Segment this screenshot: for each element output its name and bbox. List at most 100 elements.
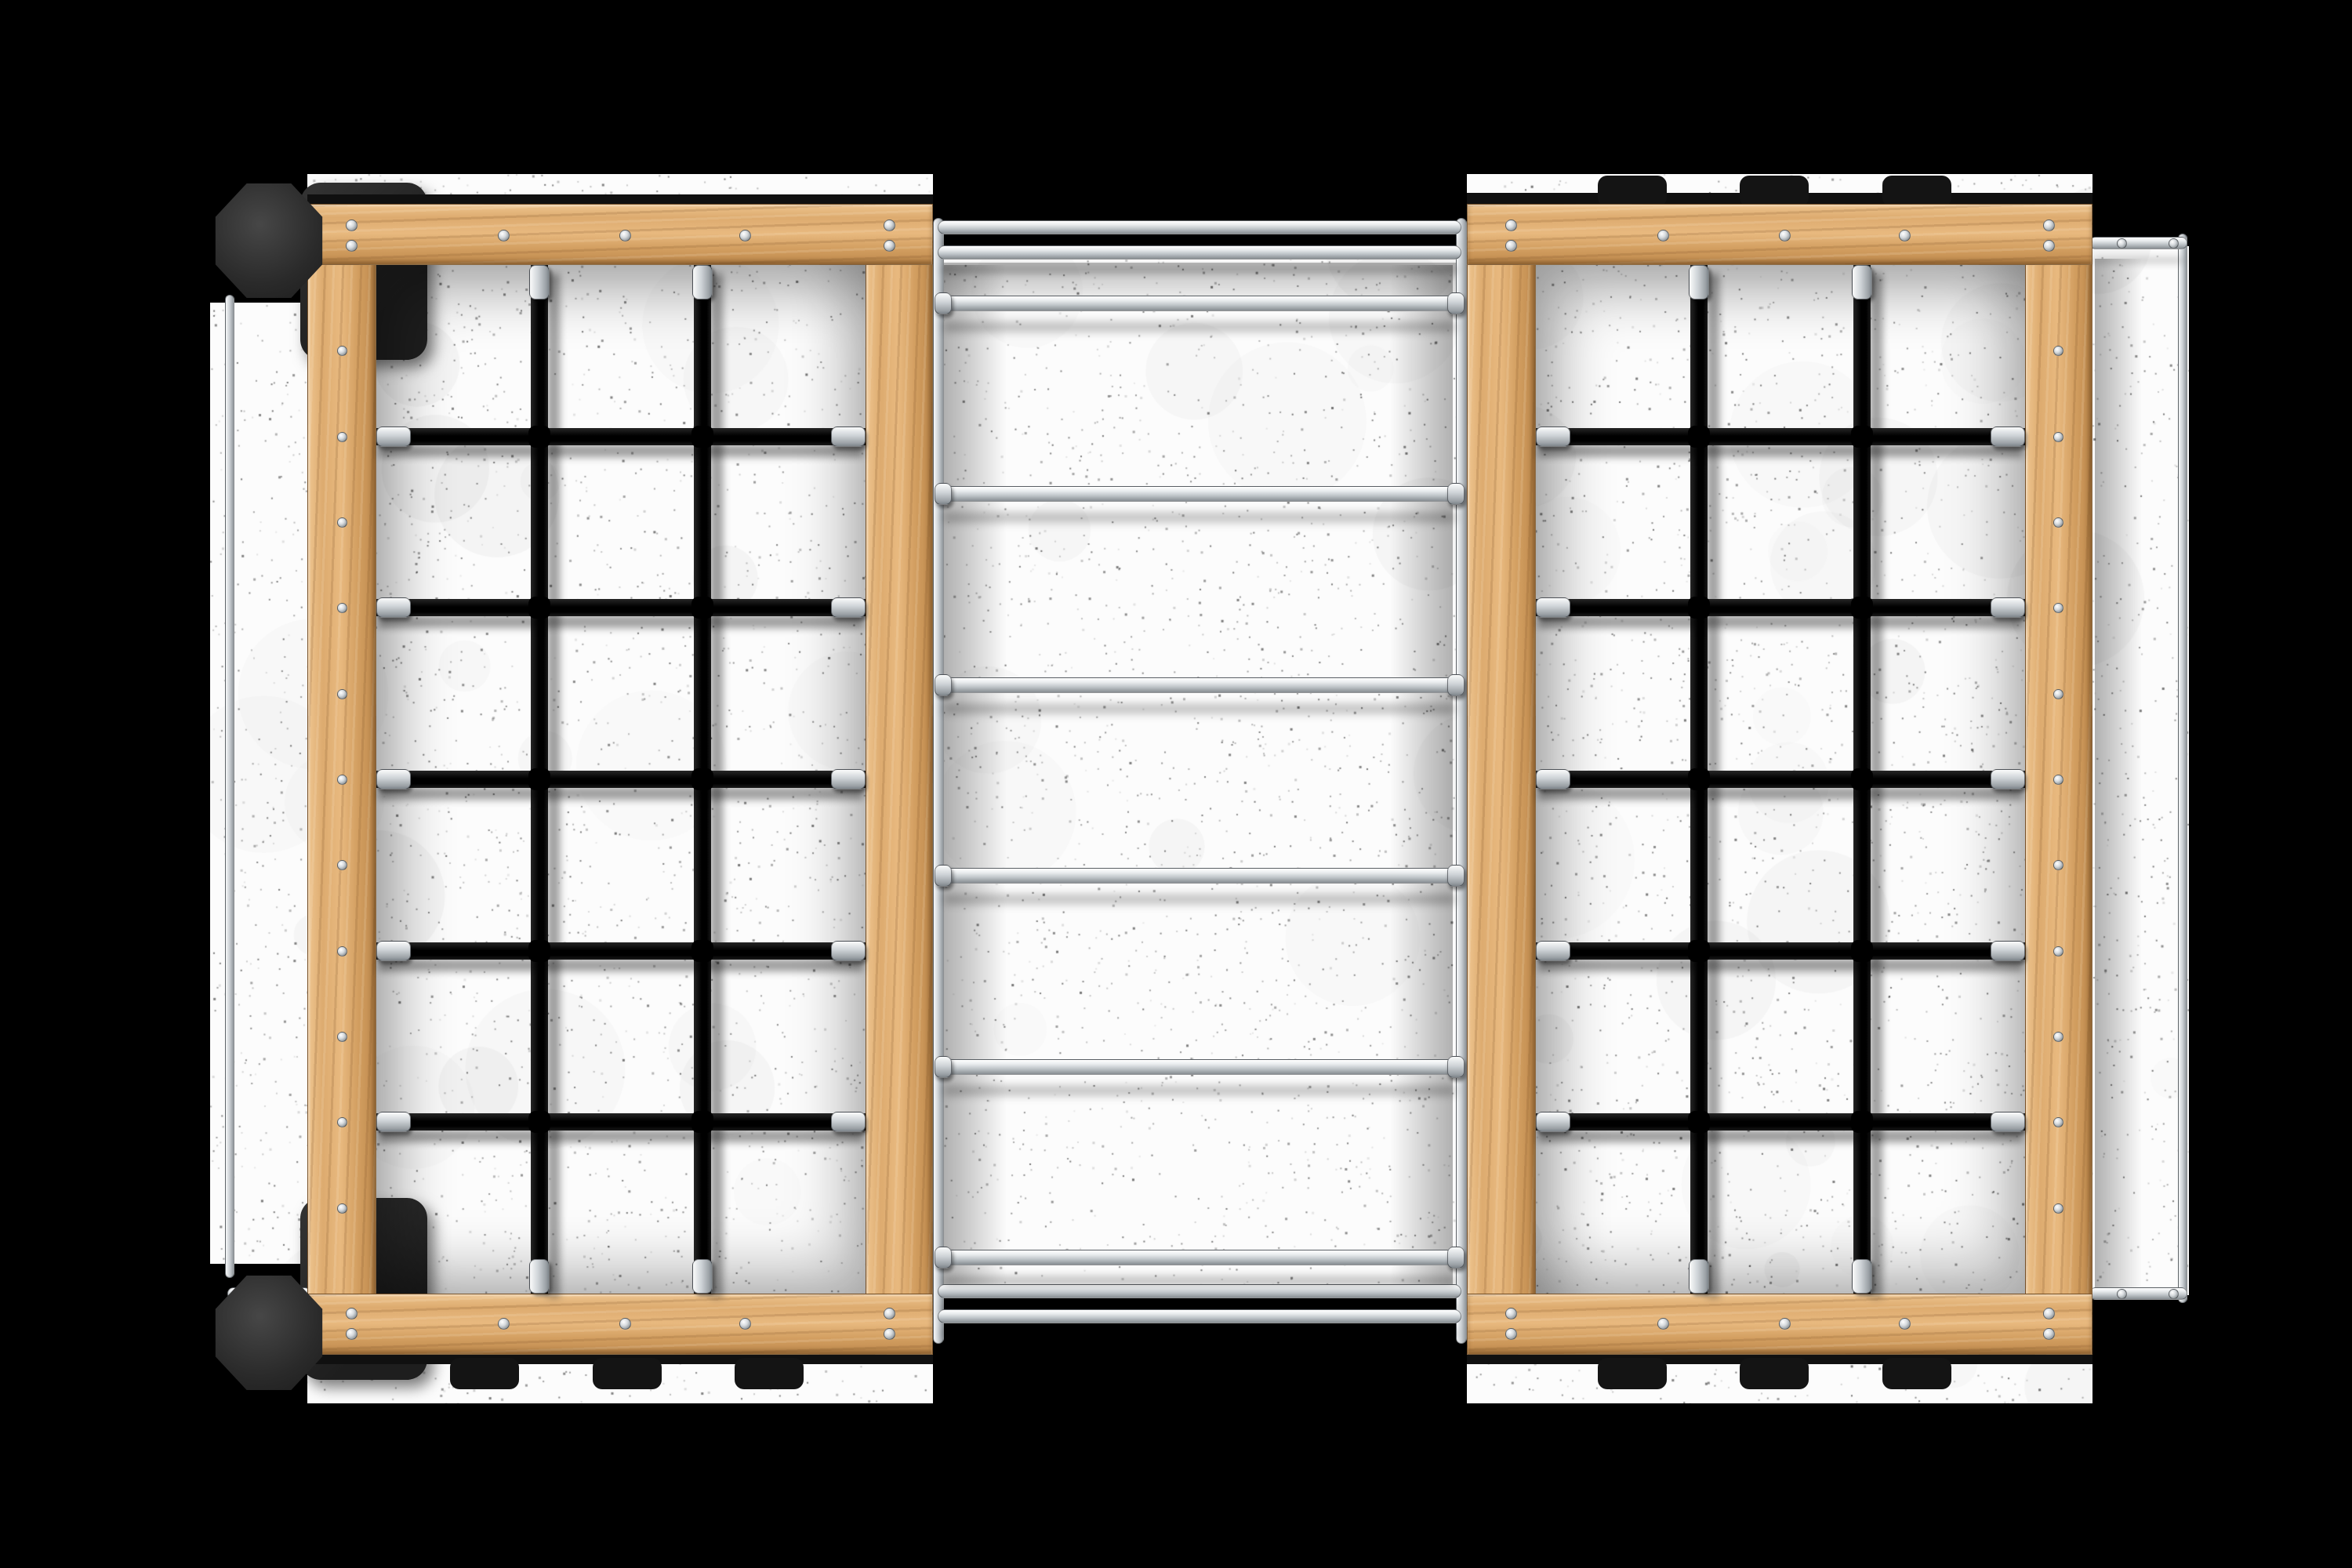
ladder-end-bar [938,245,1461,260]
frame-screw [2053,432,2063,442]
frame-screw [2053,1203,2063,1214]
frame-screw [1779,230,1791,241]
rope-sleeve-connector [1689,1259,1709,1294]
mounting-tab [1740,176,1809,207]
mounting-tab [1740,1358,1809,1389]
net-rope-horizontal [1536,599,2025,616]
rope-knot [1851,940,1873,962]
frame-screw [346,220,358,231]
rung-clamp [1447,1056,1465,1078]
frame-screw [346,1308,358,1319]
rope-sleeve-connector [1991,1112,2025,1132]
rope-sleeve-connector [1536,941,1570,961]
frame-screw [337,1117,347,1127]
frame-screw [884,1308,895,1319]
frame-screw [2053,517,2063,528]
rope-sleeve-connector [831,769,866,789]
rung-clamp [1447,292,1465,314]
frame-screw [337,432,347,442]
rope-sleeve-connector [376,426,411,447]
frame-screw [1779,1318,1791,1330]
rung-clamp [1447,483,1465,505]
ladder-rung [939,296,1460,311]
rope-sleeve-connector [831,941,866,961]
rope-knot [528,1111,550,1133]
rope-sleeve-connector [1991,941,2025,961]
frame-screw [337,517,347,528]
rope-knot [1851,768,1873,790]
frame-screw [2117,238,2127,249]
panel-shadow [944,265,1007,1294]
rope-knot [1688,940,1710,962]
frame-screw [1657,1318,1669,1330]
frame-screw [884,220,895,231]
rope-sleeve-connector [1536,769,1570,789]
frame-screw [346,1328,358,1340]
ladder-end-bar [938,1309,1461,1323]
mounting-tab [1598,176,1667,207]
ground-mask [2092,1295,2189,1403]
rope-sleeve-connector [1852,1259,1872,1294]
wood-beam-right [866,204,933,1355]
rope-sleeve-connector [692,265,713,299]
frame-screw [2053,1032,2063,1042]
rope-knot [528,940,550,962]
frame-screw [1505,220,1517,231]
frame-screw [337,860,347,870]
rope-sleeve-connector [376,597,411,618]
frame-screw [739,1318,751,1330]
rope-sleeve-connector [692,1259,713,1294]
rope-knot [691,940,713,962]
net-rope-horizontal [376,428,866,445]
mounting-tab [1882,176,1951,207]
ground-mask [933,174,1467,248]
ladder-rung [939,677,1460,693]
rung-clamp [935,865,952,887]
rope-knot [691,597,713,619]
net-rope-horizontal [376,1113,866,1131]
rope-sleeve-connector [376,769,411,789]
frame-screw [498,1318,510,1330]
ladder-rail [933,218,944,1344]
rope-sleeve-connector [1991,426,2025,447]
frame-screw [2117,1289,2127,1299]
wood-beam-left [1467,204,1536,1355]
frame-screw [498,230,510,241]
rope-sleeve-connector [1536,426,1570,447]
mounting-tab [735,1358,804,1389]
rope-sleeve-connector [529,1259,550,1294]
frame-screw [337,1032,347,1042]
frame-screw [2043,1328,2055,1340]
frame-screw [1899,230,1911,241]
rope-sleeve-connector [831,1112,866,1132]
frame-screw [337,689,347,699]
rung-clamp [1447,1247,1465,1269]
net-rope-horizontal [1536,428,2025,445]
frame-screw [1505,1328,1517,1340]
ladder-end-bar [938,220,1461,234]
frame-screw [2169,1289,2179,1299]
rope-sleeve-connector [1991,769,2025,789]
frame-screw [2053,603,2063,613]
net-rope-horizontal [376,599,866,616]
ladder-rung [939,868,1460,884]
rope-sleeve-connector [1536,1112,1570,1132]
panel-shadow [2095,259,2142,1294]
outer-rail [2178,234,2187,1303]
frame-screw [1899,1318,1911,1330]
net-rope-horizontal [376,942,866,960]
frame-screw [619,230,631,241]
frame-screw [2053,860,2063,870]
rope-sleeve-connector [529,265,550,299]
net-rope-horizontal [1536,771,2025,788]
frame-screw [2043,220,2055,231]
rope-sleeve-connector [831,597,866,618]
frame-screw [337,946,347,956]
mounting-tab [1882,1358,1951,1389]
outer-rail [225,295,234,1278]
rope-knot [528,768,550,790]
frame-screw [337,346,347,356]
ground-mask [2092,174,2189,246]
mounting-tab [593,1358,662,1389]
rope-knot [1851,597,1873,619]
